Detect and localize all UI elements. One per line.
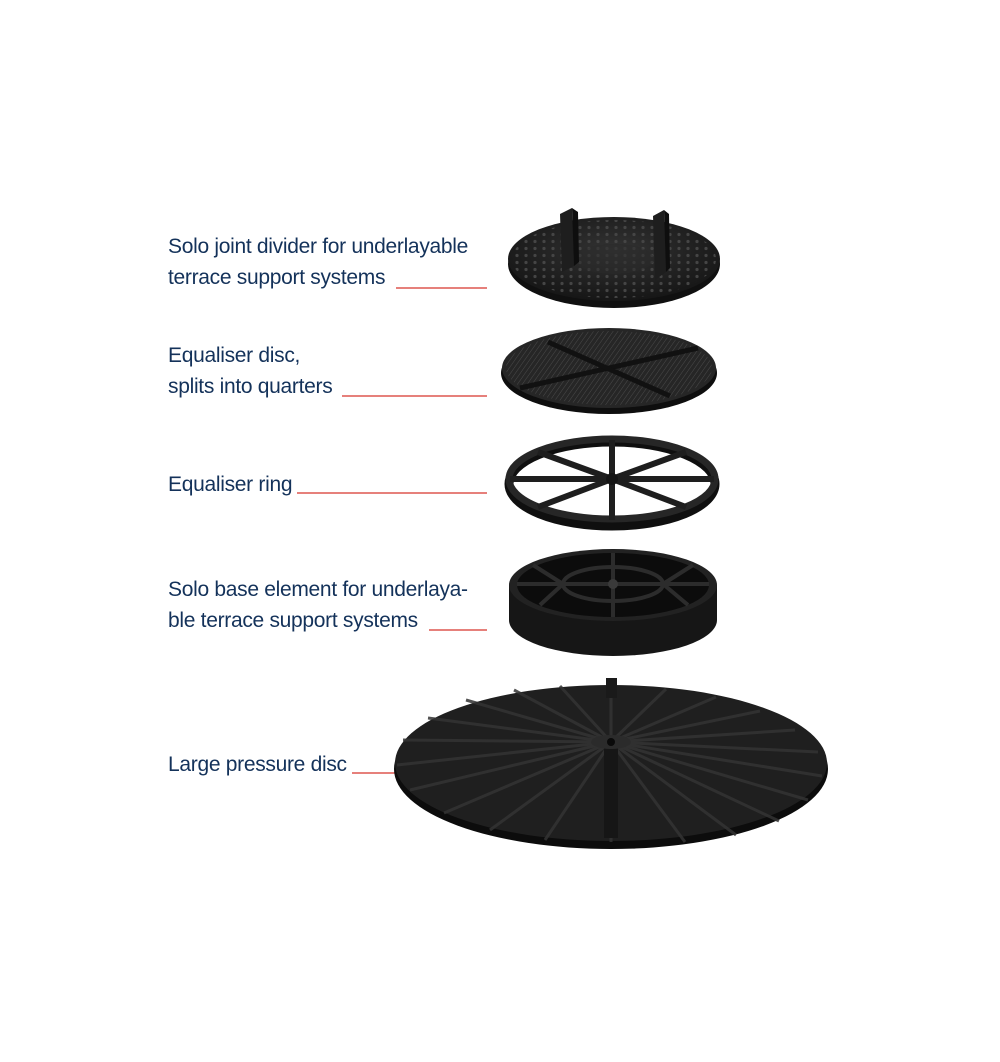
label-line: Large pressure disc xyxy=(168,753,347,776)
label-line: Equaliser disc, xyxy=(168,344,301,367)
equaliser-disc-part xyxy=(501,328,717,414)
label-base-element: Solo base element for underlaya- ble ter… xyxy=(168,574,468,636)
label-line: terrace support systems xyxy=(168,266,386,289)
label-line: Solo joint divider for underlayable xyxy=(168,235,469,258)
label-line: ble terrace support systems xyxy=(168,609,418,632)
label-line: Equaliser ring xyxy=(168,473,293,496)
base-element-part xyxy=(509,549,717,656)
label-equaliser-disc: Equaliser disc, splits into quarters xyxy=(168,340,333,402)
label-line: splits into quarters xyxy=(168,375,333,398)
label-equaliser-ring: Equaliser ring xyxy=(168,469,293,500)
joint-divider-part xyxy=(508,208,720,308)
label-joint-divider: Solo joint divider for underlayable terr… xyxy=(168,231,468,293)
pressure-disc-part xyxy=(394,678,828,849)
label-pressure-disc: Large pressure disc xyxy=(168,749,347,780)
label-line: Solo base element for underlaya- xyxy=(168,578,468,601)
equaliser-ring-part xyxy=(504,435,720,531)
